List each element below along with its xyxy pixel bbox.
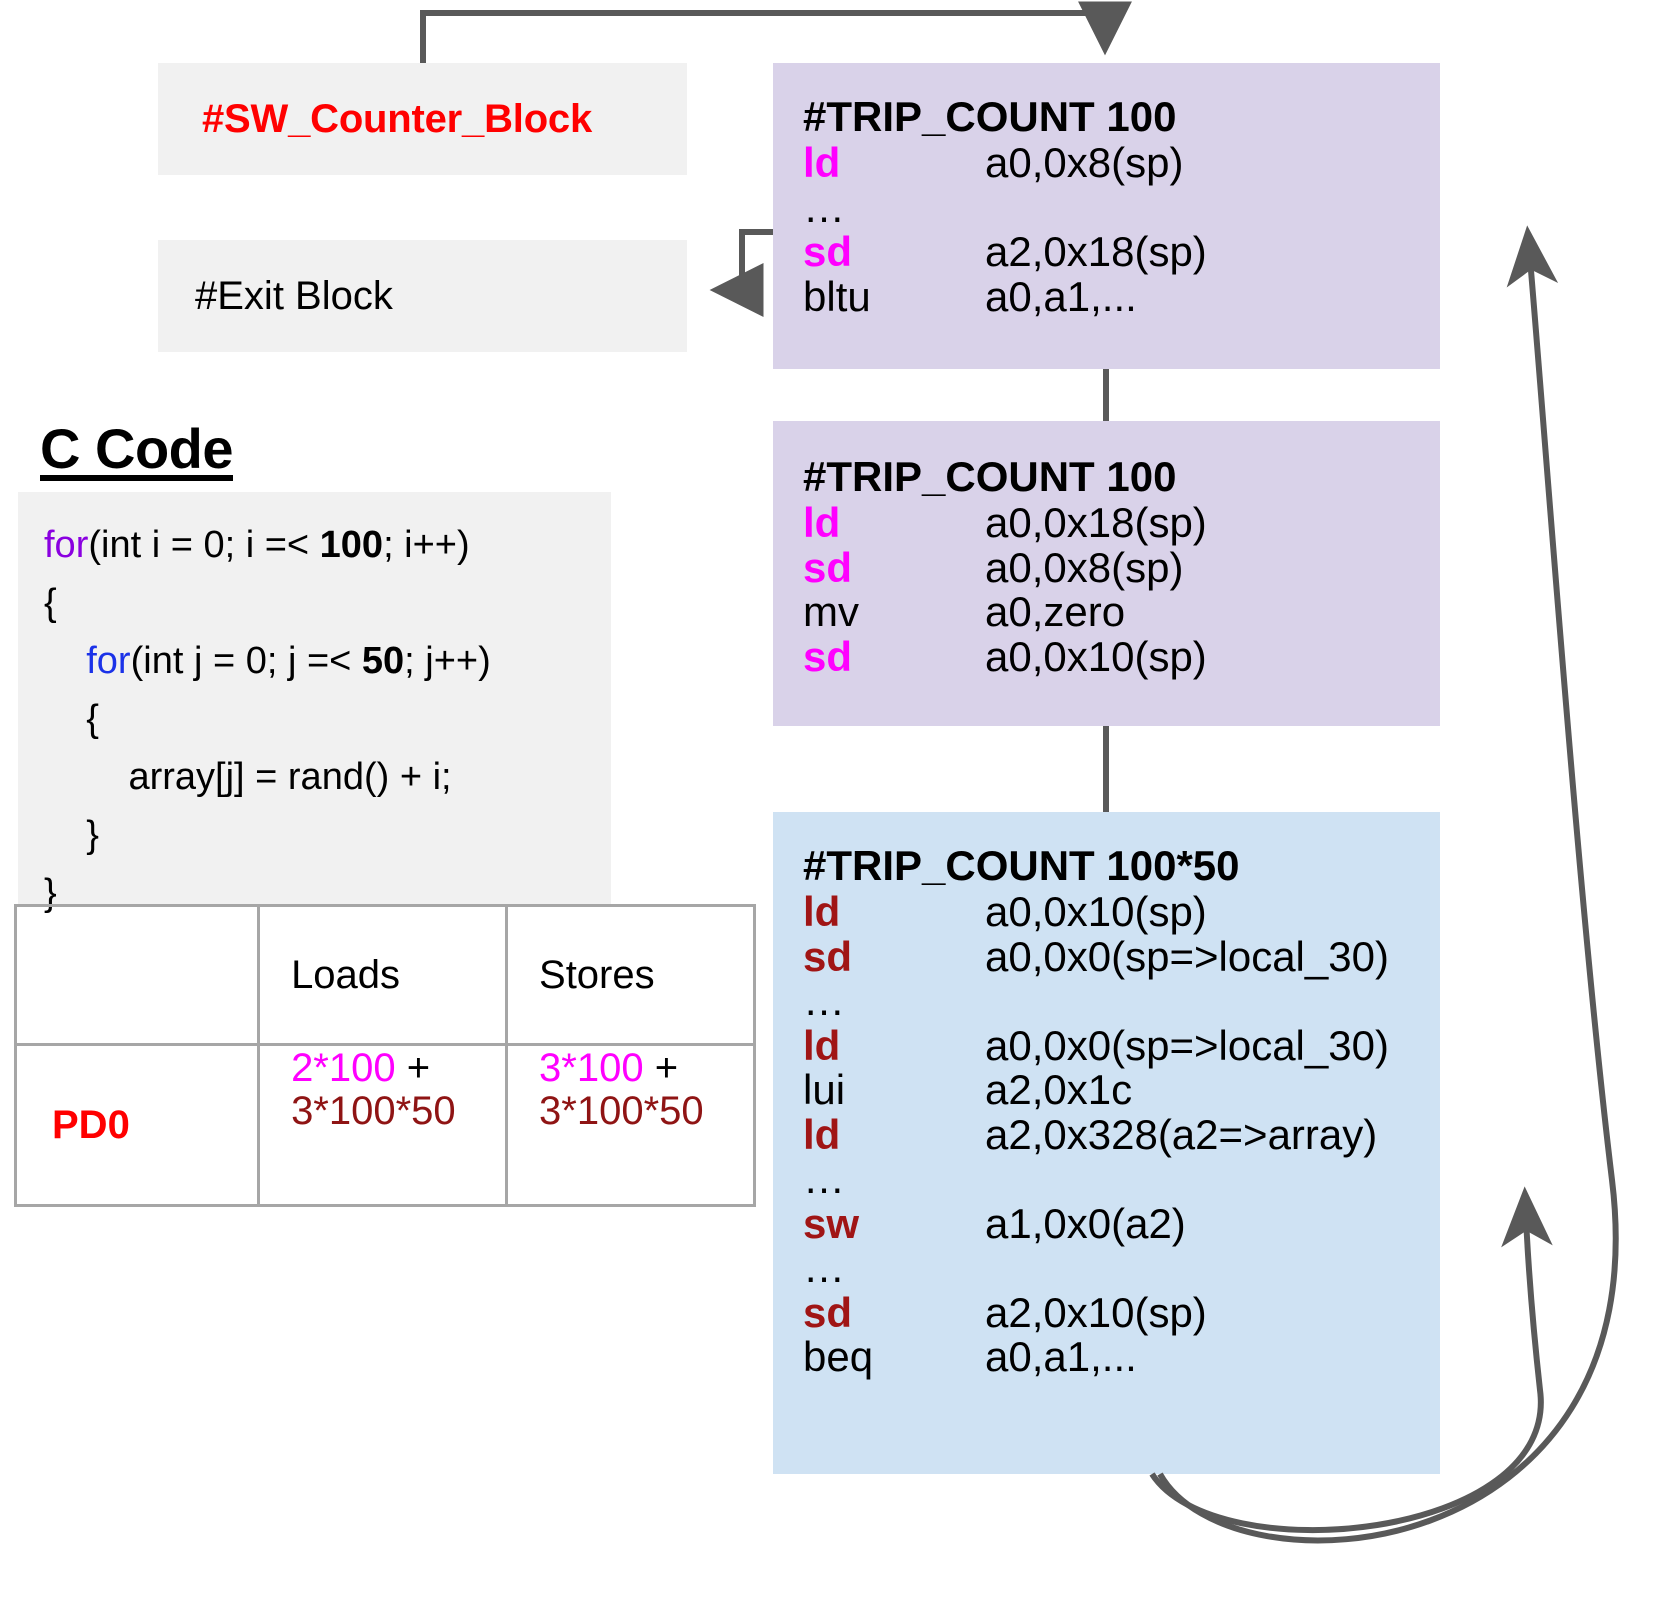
- table-cell-loads: 2*100 + 3*100*50: [257, 1043, 509, 1207]
- ellipsis-line: …: [803, 977, 845, 1025]
- stores-line-2: 3*100*50: [539, 1089, 704, 1134]
- instruction-row: beq a0,a1,...: [773, 1335, 1440, 1380]
- block-header: #TRIP_COUNT 100: [803, 453, 1177, 500]
- instruction-operands: a0,0x18(sp): [985, 499, 1207, 546]
- instruction-operands: a2,0x10(sp): [985, 1288, 1207, 1336]
- loads-stores-table: Loads Stores PD0 2*100 + 3*100*50 3*100 …: [13, 904, 756, 1207]
- instruction-opcode: sd: [803, 543, 853, 591]
- stores-line-1: 3*100 +: [539, 1046, 752, 1090]
- loads-plus: +: [395, 1046, 431, 1090]
- c-line1-a: (int i = 0; i =<: [88, 524, 320, 566]
- c-keyword-for-inner: for: [86, 640, 131, 682]
- instruction-row: sd a2,0x10(sp): [773, 1288, 1440, 1336]
- instruction-operands: a0,0x8(sp): [985, 139, 1184, 186]
- c-code-line-7: }: [44, 872, 57, 914]
- instruction-row: ld a2,0x328(a2=>array): [773, 1110, 1440, 1158]
- instruction-row: ld a0,0x0(sp=>local_30): [773, 1021, 1440, 1069]
- instruction-opcode: ld: [803, 139, 841, 186]
- c-line1-num: 100: [319, 524, 384, 566]
- stores-plus: +: [643, 1046, 679, 1090]
- instruction-row: mv a0,zero: [773, 590, 1440, 635]
- instruction-opcode: sd: [803, 932, 853, 980]
- instruction-operands: a2,0x18(sp): [985, 228, 1207, 276]
- stores-term-1: 3*100: [539, 1046, 644, 1090]
- ellipsis-line: …: [803, 1244, 845, 1292]
- sw-counter-block: #SW_Counter_Block: [158, 63, 687, 175]
- table-cell-stores: 3*100 + 3*100*50: [505, 1043, 756, 1207]
- table-header-stores-label: Stores: [539, 952, 655, 997]
- instruction-opcode: sd: [803, 1288, 853, 1336]
- c-code-title: C Code: [40, 417, 234, 480]
- c-code-line-4: {: [44, 698, 99, 740]
- instruction-row: sw a1,0x0(a2): [773, 1199, 1440, 1247]
- backedge-to-top-block-arrow: [420, 1, 1132, 63]
- instruction-row: sd a0,0x0(sp=>local_30): [773, 932, 1440, 980]
- c-line3-num: 50: [361, 640, 405, 682]
- instruction-opcode: sd: [803, 228, 853, 276]
- c-keyword-for-outer: for: [44, 524, 89, 566]
- instruction-opcode: beq: [803, 1333, 874, 1381]
- c-code-line-6: }: [44, 814, 99, 856]
- instruction-opcode: ld: [803, 499, 841, 546]
- instruction-operands: a0,0x0(sp=>local_30): [985, 932, 1389, 980]
- table-header-stores: Stores: [505, 904, 756, 1046]
- instruction-opcode: ld: [803, 1021, 841, 1069]
- instruction-operands: a0,a1,...: [985, 1333, 1137, 1381]
- c-code-line-1: for(int i = 0; i =< 100; i++): [44, 526, 611, 564]
- instruction-operands: a0,0x0(sp=>local_30): [985, 1021, 1389, 1069]
- instruction-operands: a2,0x328(a2=>array): [985, 1110, 1378, 1158]
- exit-block: #Exit Block: [158, 240, 687, 352]
- instruction-operands: a0,zero: [985, 588, 1126, 636]
- c-line3-b: ; j++): [404, 640, 491, 682]
- table-row: PD0 2*100 + 3*100*50 3*100 + 3*100*50: [13, 1043, 756, 1207]
- instruction-opcode: sd: [803, 632, 853, 680]
- c-line3-a: (int j = 0; j =<: [130, 640, 362, 682]
- ellipsis-line: …: [803, 1155, 845, 1203]
- table-header-row: Loads Stores: [13, 904, 756, 1046]
- instruction-opcode: bltu: [803, 272, 871, 320]
- loads-line-1: 2*100 +: [291, 1046, 504, 1090]
- instruction-operands: a0,0x10(sp): [985, 632, 1207, 680]
- loads-line-2: 3*100*50: [291, 1089, 456, 1134]
- table-header-loads: Loads: [257, 904, 509, 1046]
- instruction-opcode: lui: [803, 1066, 846, 1114]
- instruction-opcode: sw: [803, 1199, 860, 1247]
- table-row-label: PD0: [52, 1102, 130, 1147]
- instruction-row: sd a0,0x10(sp): [773, 632, 1440, 680]
- instruction-row: ld a0,0x18(sp): [773, 499, 1440, 546]
- c-line3-indent: [44, 640, 86, 682]
- c-code-line-3: for(int j = 0; j =< 50; j++): [44, 642, 611, 680]
- instruction-row: bltu a0,a1,...: [773, 272, 1440, 320]
- instruction-operands: a2,0x1c: [985, 1066, 1133, 1114]
- instruction-operands: a0,a1,...: [985, 272, 1137, 320]
- instruction-row: sd a2,0x18(sp): [773, 230, 1440, 275]
- instruction-opcode: ld: [803, 888, 841, 935]
- instruction-row: lui a2,0x1c: [773, 1068, 1440, 1113]
- instruction-operands: a0,0x8(sp): [985, 543, 1184, 591]
- c-code-box: for(int i = 0; i =< 100; i++) { for(int …: [18, 492, 611, 912]
- block-header: #TRIP_COUNT 100: [803, 93, 1177, 140]
- instruction-operands: a1,0x0(a2): [985, 1199, 1186, 1247]
- instruction-row: ld a0,0x8(sp): [773, 139, 1440, 186]
- c-line1-b: ; i++): [383, 524, 470, 566]
- ellipsis-line: …: [803, 183, 845, 231]
- c-code-line-5: array[j] = rand() + i;: [44, 756, 452, 798]
- block-header: #TRIP_COUNT 100*50: [803, 842, 1240, 889]
- instruction-row: sd a0,0x8(sp): [773, 543, 1440, 591]
- instruction-opcode: mv: [803, 588, 859, 636]
- instruction-operands: a0,0x10(sp): [985, 888, 1207, 935]
- table-header-empty: [13, 904, 261, 1046]
- instruction-opcode: ld: [803, 1110, 841, 1158]
- loads-term-1: 2*100: [291, 1046, 396, 1090]
- top-block-to-exit-block-arrow: [709, 229, 773, 317]
- c-code-line-2: {: [44, 582, 57, 624]
- exit-block-label: #Exit Block: [195, 273, 393, 318]
- sw-counter-block-label: #SW_Counter_Block: [202, 96, 593, 141]
- table-header-loads-label: Loads: [291, 952, 401, 997]
- table-cell-pd0: PD0: [13, 1043, 261, 1207]
- instruction-row: ld a0,0x10(sp): [773, 888, 1440, 935]
